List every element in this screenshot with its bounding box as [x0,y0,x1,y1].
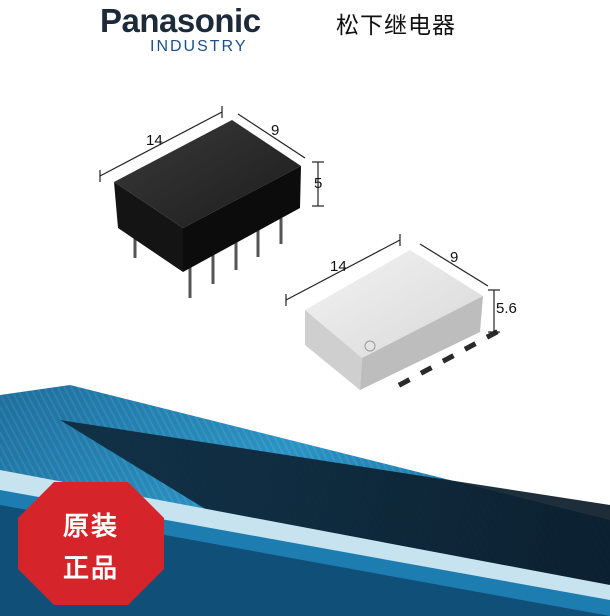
brand-division: INDUSTRY [150,38,248,55]
black-height-label: 5 [314,175,323,192]
black-width-label: 9 [271,122,280,139]
octagon-badge-shape [18,482,164,605]
badge-line-2: 正品 [62,554,119,584]
white-height-label: 5.6 [496,300,517,317]
white-length-label: 14 [330,258,347,275]
relay-black [99,106,324,298]
badge-line-1: 原装 [62,512,119,542]
relay-white [285,234,500,390]
page-title: 松下继电器 [336,13,456,39]
white-width-label: 9 [450,249,459,266]
genuine-badge: 原装 正品 [18,482,164,605]
brand-name: Panasonic [100,2,261,39]
black-length-label: 14 [146,132,163,149]
